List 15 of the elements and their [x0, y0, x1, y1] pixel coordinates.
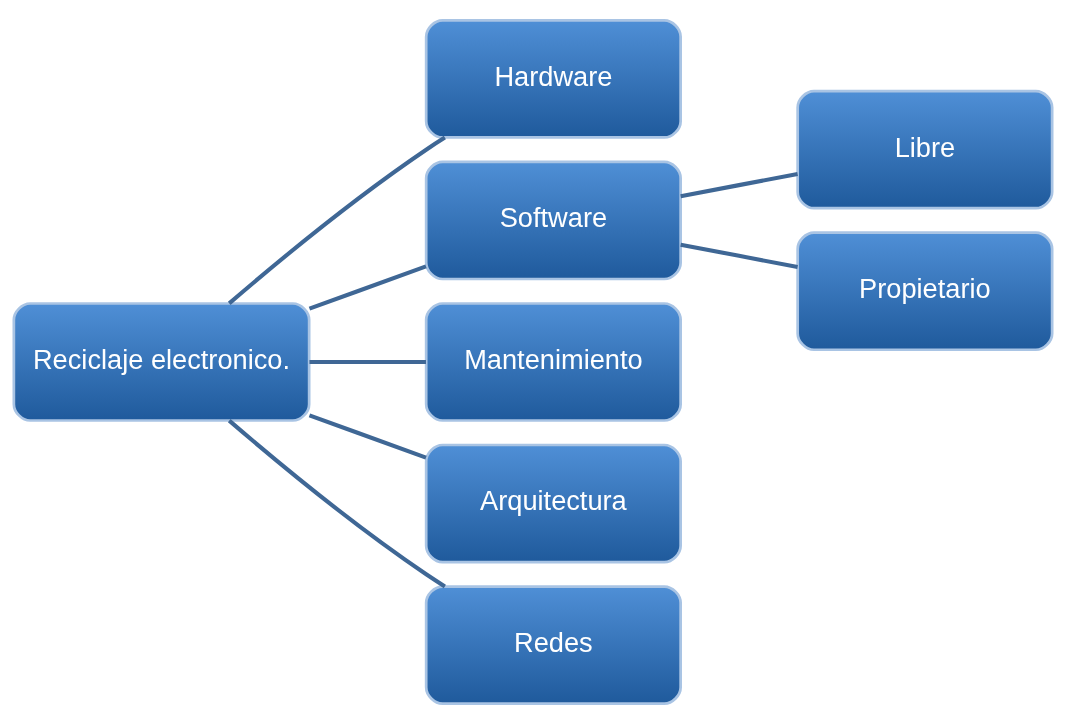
- node-box: Software: [424, 160, 682, 281]
- node-box: Redes: [424, 585, 682, 705]
- node-box: Libre: [796, 89, 1054, 210]
- connector: [227, 419, 446, 589]
- node-box: Propietario: [796, 231, 1054, 352]
- connector: [309, 359, 426, 365]
- connector: [227, 135, 446, 305]
- node-box: Arquitectura: [424, 443, 682, 564]
- connector: [308, 413, 427, 460]
- connector: [308, 264, 427, 311]
- node-box: Hardware: [424, 19, 682, 139]
- node-box: Mantenimiento: [424, 302, 682, 422]
- connector: [680, 242, 798, 270]
- connector: [680, 171, 798, 199]
- node-box: Reciclaje electronico.: [12, 302, 311, 422]
